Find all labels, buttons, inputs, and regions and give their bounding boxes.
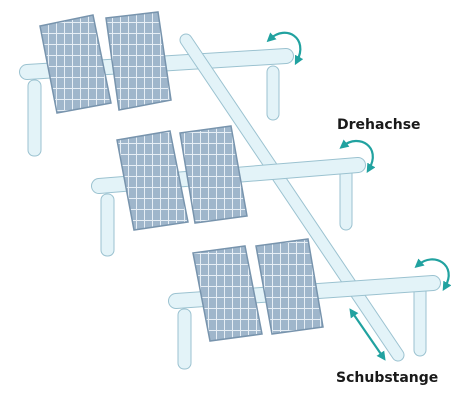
push-arrow-icon bbox=[349, 308, 386, 361]
solar-panel bbox=[255, 238, 324, 335]
rotation-arrow-icon bbox=[266, 31, 304, 66]
solar-panel bbox=[105, 11, 172, 111]
tracker-row-1 bbox=[19, 11, 294, 157]
solar-panel bbox=[39, 14, 112, 114]
tracker-row-3 bbox=[168, 238, 441, 370]
rotation-axis-label: Drehachse bbox=[337, 117, 421, 133]
push-rod bbox=[179, 33, 405, 362]
support-post bbox=[266, 65, 280, 121]
push-rod-label: Schubstange bbox=[336, 370, 439, 386]
solar-panel bbox=[179, 125, 248, 224]
rotation-arrow-icon bbox=[339, 139, 376, 173]
support-post bbox=[177, 308, 192, 370]
solar-panel bbox=[192, 245, 263, 342]
support-post bbox=[27, 79, 42, 157]
rotation-arrow-icon bbox=[414, 258, 452, 291]
tracker-row-2 bbox=[91, 125, 366, 257]
support-post bbox=[100, 193, 115, 257]
solar-panel bbox=[116, 130, 189, 231]
